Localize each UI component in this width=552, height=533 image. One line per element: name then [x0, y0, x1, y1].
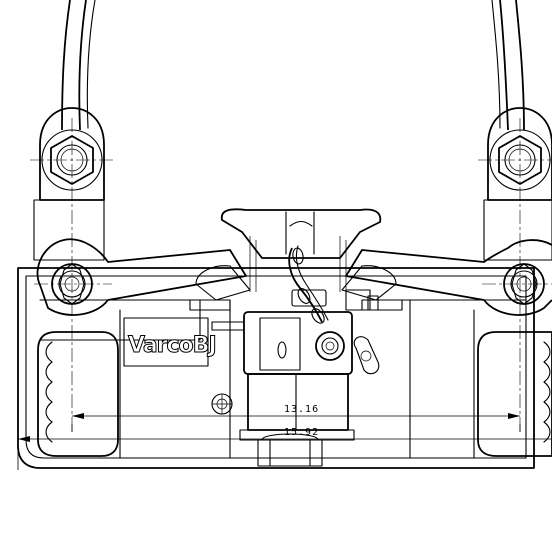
center-lines [30, 118, 552, 432]
left-grip [37, 331, 119, 457]
left-arm [36, 238, 251, 316]
dimension-inner: 13.16 [71, 404, 521, 432]
right-arm [341, 239, 552, 316]
dimension-outer: 15.92 [17, 427, 552, 470]
right-ear-assembly [483, 107, 552, 261]
lock-knob [315, 331, 345, 361]
left-cable [61, 0, 96, 131]
central-latch [239, 311, 355, 467]
brand-plate: VarcoBJ [123, 317, 217, 367]
dimension-inner-label: 13.16 [284, 404, 319, 415]
brand-logo: VarcoBJ [128, 333, 216, 358]
main-housing [17, 267, 535, 469]
right-grip [477, 331, 552, 457]
side-fastener [211, 321, 245, 415]
top-latch [220, 208, 382, 292]
left-ear-assembly [33, 107, 105, 261]
safety-pin-lanyard [288, 245, 380, 375]
right-cable [491, 0, 525, 131]
dimension-outer-label: 15.92 [284, 427, 319, 438]
